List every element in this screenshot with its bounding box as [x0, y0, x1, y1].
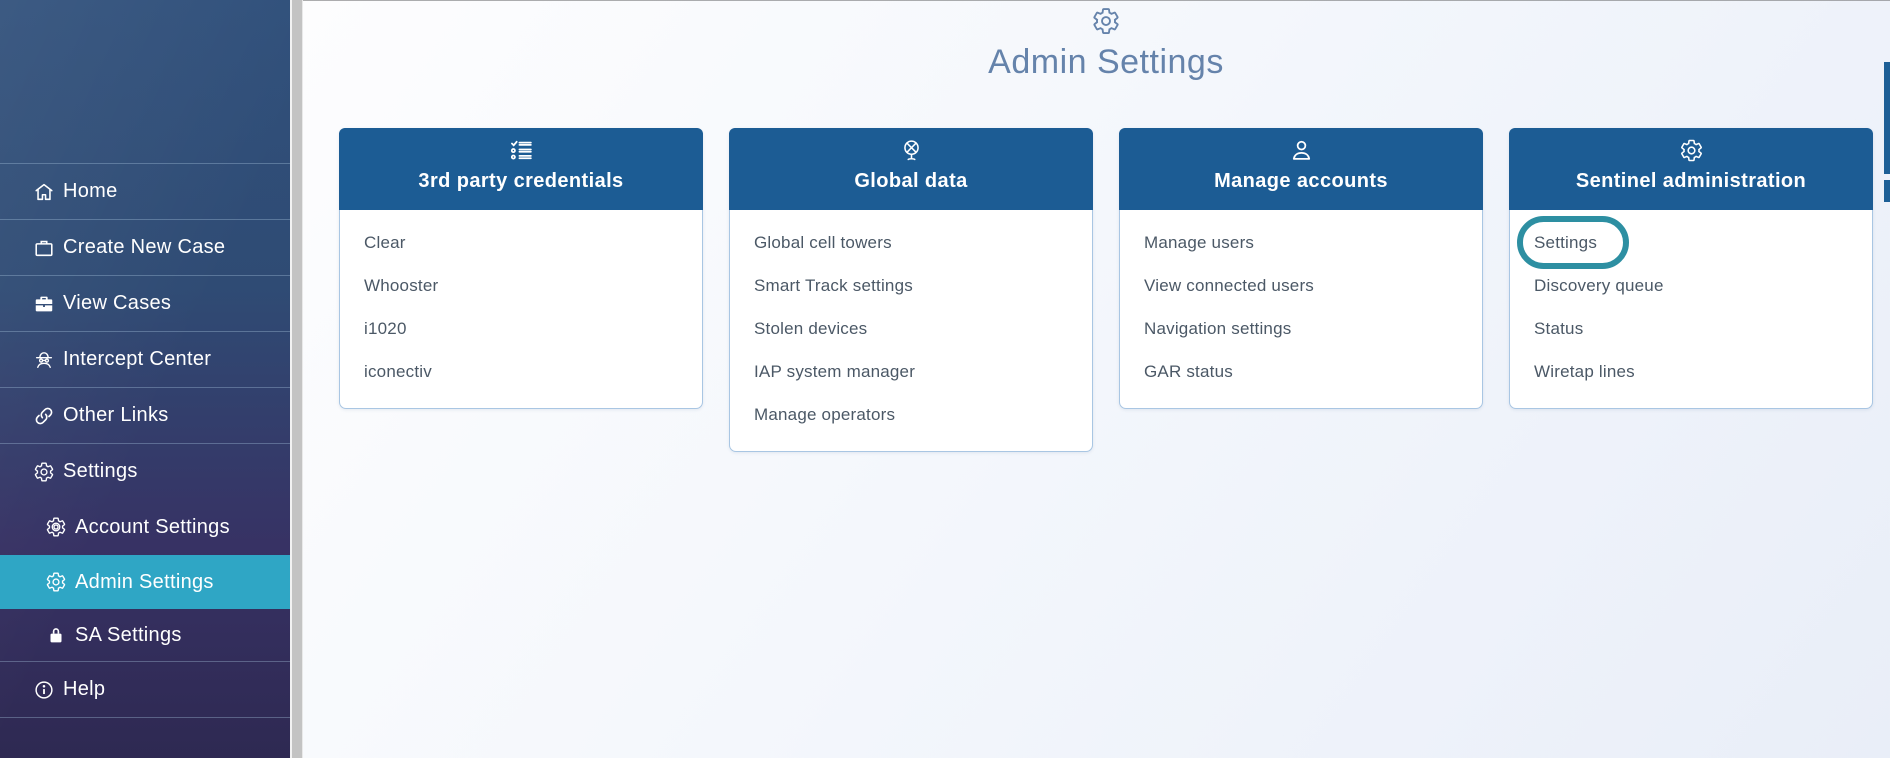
link-wiretap-lines[interactable]: Wiretap lines — [1534, 361, 1635, 381]
sidebar-item-label: Admin Settings — [75, 570, 214, 593]
gear-icon — [45, 516, 67, 538]
link-navigation-settings[interactable]: Navigation settings — [1144, 318, 1292, 338]
link-iap-system-manager[interactable]: IAP system manager — [754, 361, 916, 381]
page-scrollbar-thumb[interactable] — [1884, 180, 1890, 202]
link-global-cell-towers[interactable]: Global cell towers — [754, 232, 892, 252]
gear-icon — [45, 571, 67, 593]
sidebar-item-settings[interactable]: Settings — [0, 443, 290, 499]
link-clear[interactable]: Clear — [364, 232, 406, 252]
link-settings[interactable]: Settings — [1534, 232, 1598, 252]
sidebar-item-label: View Cases — [63, 292, 172, 314]
sidebar-item-label: Create New Case — [63, 236, 226, 258]
home-icon — [33, 181, 55, 203]
sidebar-item-label: SA Settings — [75, 623, 182, 646]
link-status[interactable]: Status — [1534, 318, 1584, 338]
new-case-icon — [33, 237, 55, 259]
sidebar-item-other-links[interactable]: Other Links — [0, 387, 290, 443]
card-header: Manage accounts — [1119, 128, 1483, 210]
sidebar-item-sa-settings[interactable]: SA Settings — [0, 609, 290, 661]
sidebar-item-label: Help — [63, 678, 106, 700]
card-manage-accounts: Manage accounts Manage users View connec… — [1119, 128, 1483, 409]
lock-icon — [45, 624, 67, 646]
gear-icon — [33, 461, 55, 483]
link-iconectiv[interactable]: iconectiv — [364, 361, 432, 381]
sidebar-item-create-new-case[interactable]: Create New Case — [0, 219, 290, 275]
sidebar-item-view-cases[interactable]: View Cases — [0, 275, 290, 331]
card-body: Global cell towers Smart Track settings … — [730, 210, 1092, 451]
page-scrollbar-thumb[interactable] — [1884, 62, 1890, 174]
card-3rd-party-credentials: 3rd party credentials Clear Whooster i10… — [339, 128, 703, 409]
link-smart-track-settings[interactable]: Smart Track settings — [754, 275, 913, 295]
sidebar-item-label: Account Settings — [75, 515, 230, 538]
briefcase-icon — [33, 293, 55, 315]
card-body: Settings Discovery queue Status Wiretap … — [1510, 210, 1872, 408]
checklist-icon — [509, 138, 534, 163]
sidebar-item-label: Other Links — [63, 404, 169, 426]
sidebar-scrollbar[interactable] — [290, 0, 303, 758]
card-body: Clear Whooster i1020 iconectiv — [340, 210, 702, 408]
card-title: Global data — [854, 170, 968, 192]
info-icon — [33, 679, 55, 701]
cards-row: 3rd party credentials Clear Whooster i10… — [339, 128, 1873, 452]
gear-icon — [1091, 6, 1121, 36]
sidebar-item-label: Settings — [63, 460, 138, 482]
sidebar-item-help[interactable]: Help — [0, 661, 290, 718]
card-header: Global data — [729, 128, 1093, 210]
sidebar-item-label: Intercept Center — [63, 348, 212, 370]
sidebar-item-account-settings[interactable]: Account Settings — [0, 499, 290, 555]
link-gar-status[interactable]: GAR status — [1144, 361, 1233, 381]
card-title: 3rd party credentials — [418, 170, 624, 192]
globe-icon — [899, 138, 924, 163]
card-header: 3rd party credentials — [339, 128, 703, 210]
link-manage-users[interactable]: Manage users — [1144, 232, 1255, 252]
sidebar: Home Create New Case View Cases Intercep… — [0, 0, 290, 758]
page-header: Admin Settings — [339, 6, 1873, 82]
card-sentinel-administration: Sentinel administration Settings Discove… — [1509, 128, 1873, 409]
user-icon — [1289, 138, 1314, 163]
link-stolen-devices[interactable]: Stolen devices — [754, 318, 868, 338]
card-header: Sentinel administration — [1509, 128, 1873, 210]
card-title: Manage accounts — [1214, 170, 1388, 192]
sidebar-item-admin-settings[interactable]: Admin Settings — [0, 555, 290, 609]
card-body: Manage users View connected users Naviga… — [1120, 210, 1482, 408]
link-view-connected-users[interactable]: View connected users — [1144, 275, 1315, 295]
link-discovery-queue[interactable]: Discovery queue — [1534, 275, 1664, 295]
sidebar-nav: Home Create New Case View Cases Intercep… — [0, 163, 290, 718]
spy-icon — [33, 349, 55, 371]
gear-icon — [1679, 138, 1704, 163]
link-whooster[interactable]: Whooster — [364, 275, 439, 295]
sidebar-item-intercept-center[interactable]: Intercept Center — [0, 331, 290, 387]
sidebar-item-home[interactable]: Home — [0, 163, 290, 219]
page-title: Admin Settings — [988, 43, 1224, 81]
card-global-data: Global data Global cell towers Smart Tra… — [729, 128, 1093, 452]
card-title: Sentinel administration — [1575, 170, 1807, 192]
sidebar-item-label: Home — [63, 180, 118, 202]
link-icon — [33, 405, 55, 427]
link-i1020[interactable]: i1020 — [364, 318, 407, 338]
link-manage-operators[interactable]: Manage operators — [754, 404, 896, 424]
